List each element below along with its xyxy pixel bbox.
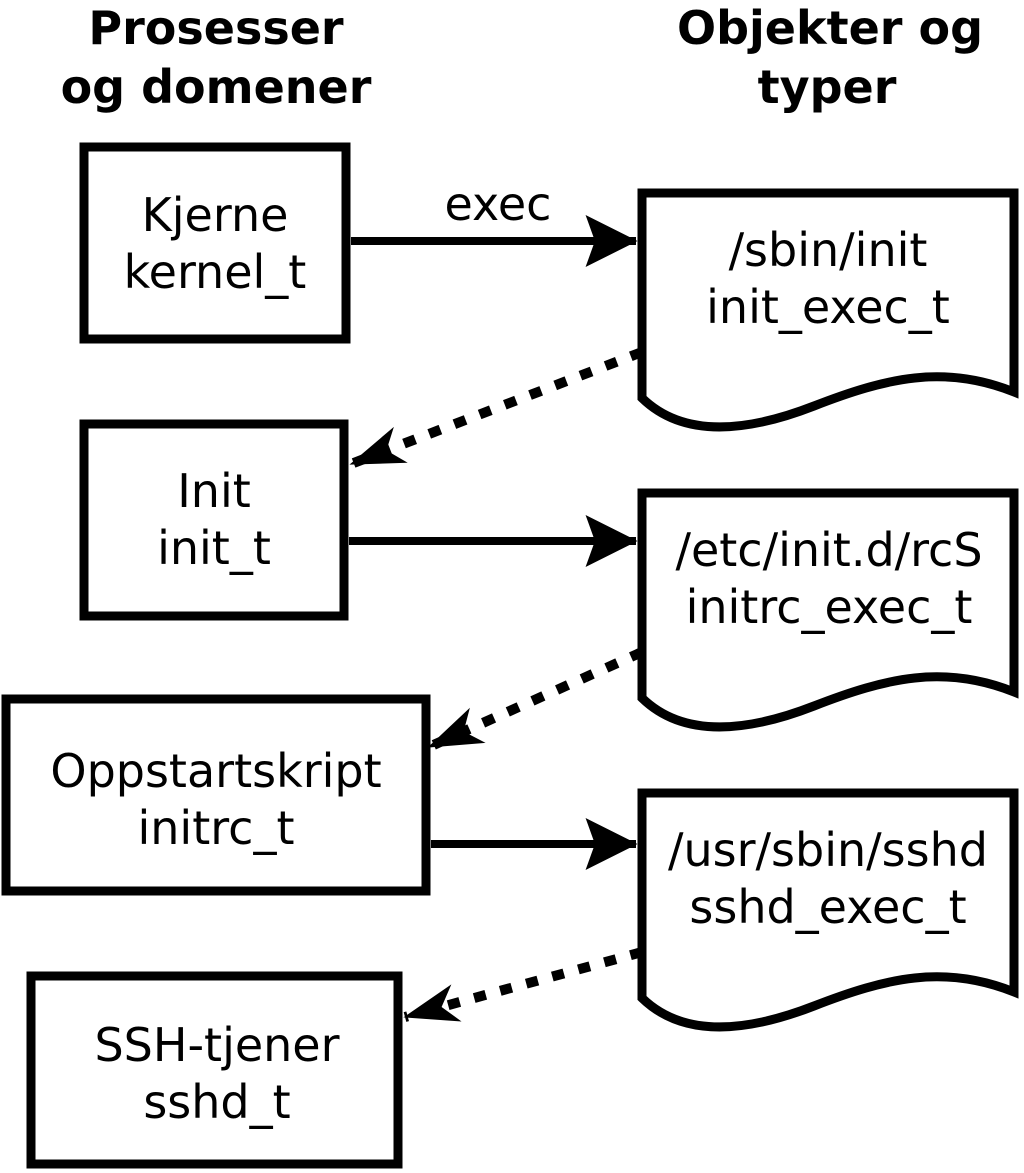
process-name-initrc: Oppstartskript: [50, 744, 381, 798]
object-type-sshd-exec: sshd_exec_t: [689, 880, 966, 934]
object-path-initrc-exec: /etc/init.d/rcS: [675, 523, 982, 577]
transition-arrow-init-exec-to-init: [349, 347, 644, 469]
document-shape-initrc-exec: [637, 488, 1019, 732]
process-node-initrc: Oppstartskript initrc_t: [1, 694, 431, 896]
document-shape-init-exec: [637, 188, 1019, 432]
process-type-sshd: sshd_t: [143, 1075, 290, 1129]
column-header-processes: Prosesser og domener: [61, 1, 372, 114]
process-name-init: Init: [177, 464, 251, 518]
object-node-init-exec: /sbin/init init_exec_t: [637, 188, 1019, 432]
process-name-kernel: Kjerne: [142, 188, 289, 242]
object-node-sshd-exec: /usr/sbin/sshd sshd_exec_t: [637, 788, 1019, 1032]
column-header-objects-line1: Objekter og: [677, 1, 983, 55]
object-node-initrc-exec: /etc/init.d/rcS initrc_exec_t: [637, 488, 1019, 732]
process-box-kernel: [79, 142, 351, 344]
transition-arrow-sshd-exec-to-sshd: [403, 947, 644, 1022]
process-box-init: [79, 419, 349, 621]
process-type-init: init_t: [157, 521, 271, 575]
object-type-initrc-exec: initrc_exec_t: [686, 580, 973, 634]
column-header-processes-line1: Prosesser: [88, 1, 344, 55]
object-type-init-exec: init_exec_t: [706, 280, 950, 334]
process-type-initrc: initrc_t: [138, 801, 295, 855]
process-node-kernel: Kjerne kernel_t: [79, 142, 351, 344]
column-header-objects-line2: typer: [758, 60, 897, 114]
process-box-sshd: [26, 971, 403, 1169]
process-name-sshd: SSH-tjener: [94, 1018, 339, 1072]
exec-arrow-label: exec: [445, 177, 552, 231]
transition-arrow-initrc-exec-to-initrc: [426, 647, 645, 752]
object-path-init-exec: /sbin/init: [729, 223, 928, 277]
process-node-init: Init init_t: [79, 419, 349, 621]
process-type-kernel: kernel_t: [124, 245, 307, 299]
process-box-initrc: [1, 694, 431, 896]
process-node-sshd: SSH-tjener sshd_t: [26, 971, 403, 1169]
object-path-sshd-exec: /usr/sbin/sshd: [668, 823, 988, 877]
document-shape-sshd-exec: [637, 788, 1019, 1032]
column-header-objects: Objekter og typer: [677, 1, 983, 114]
column-header-processes-line2: og domener: [61, 60, 372, 114]
